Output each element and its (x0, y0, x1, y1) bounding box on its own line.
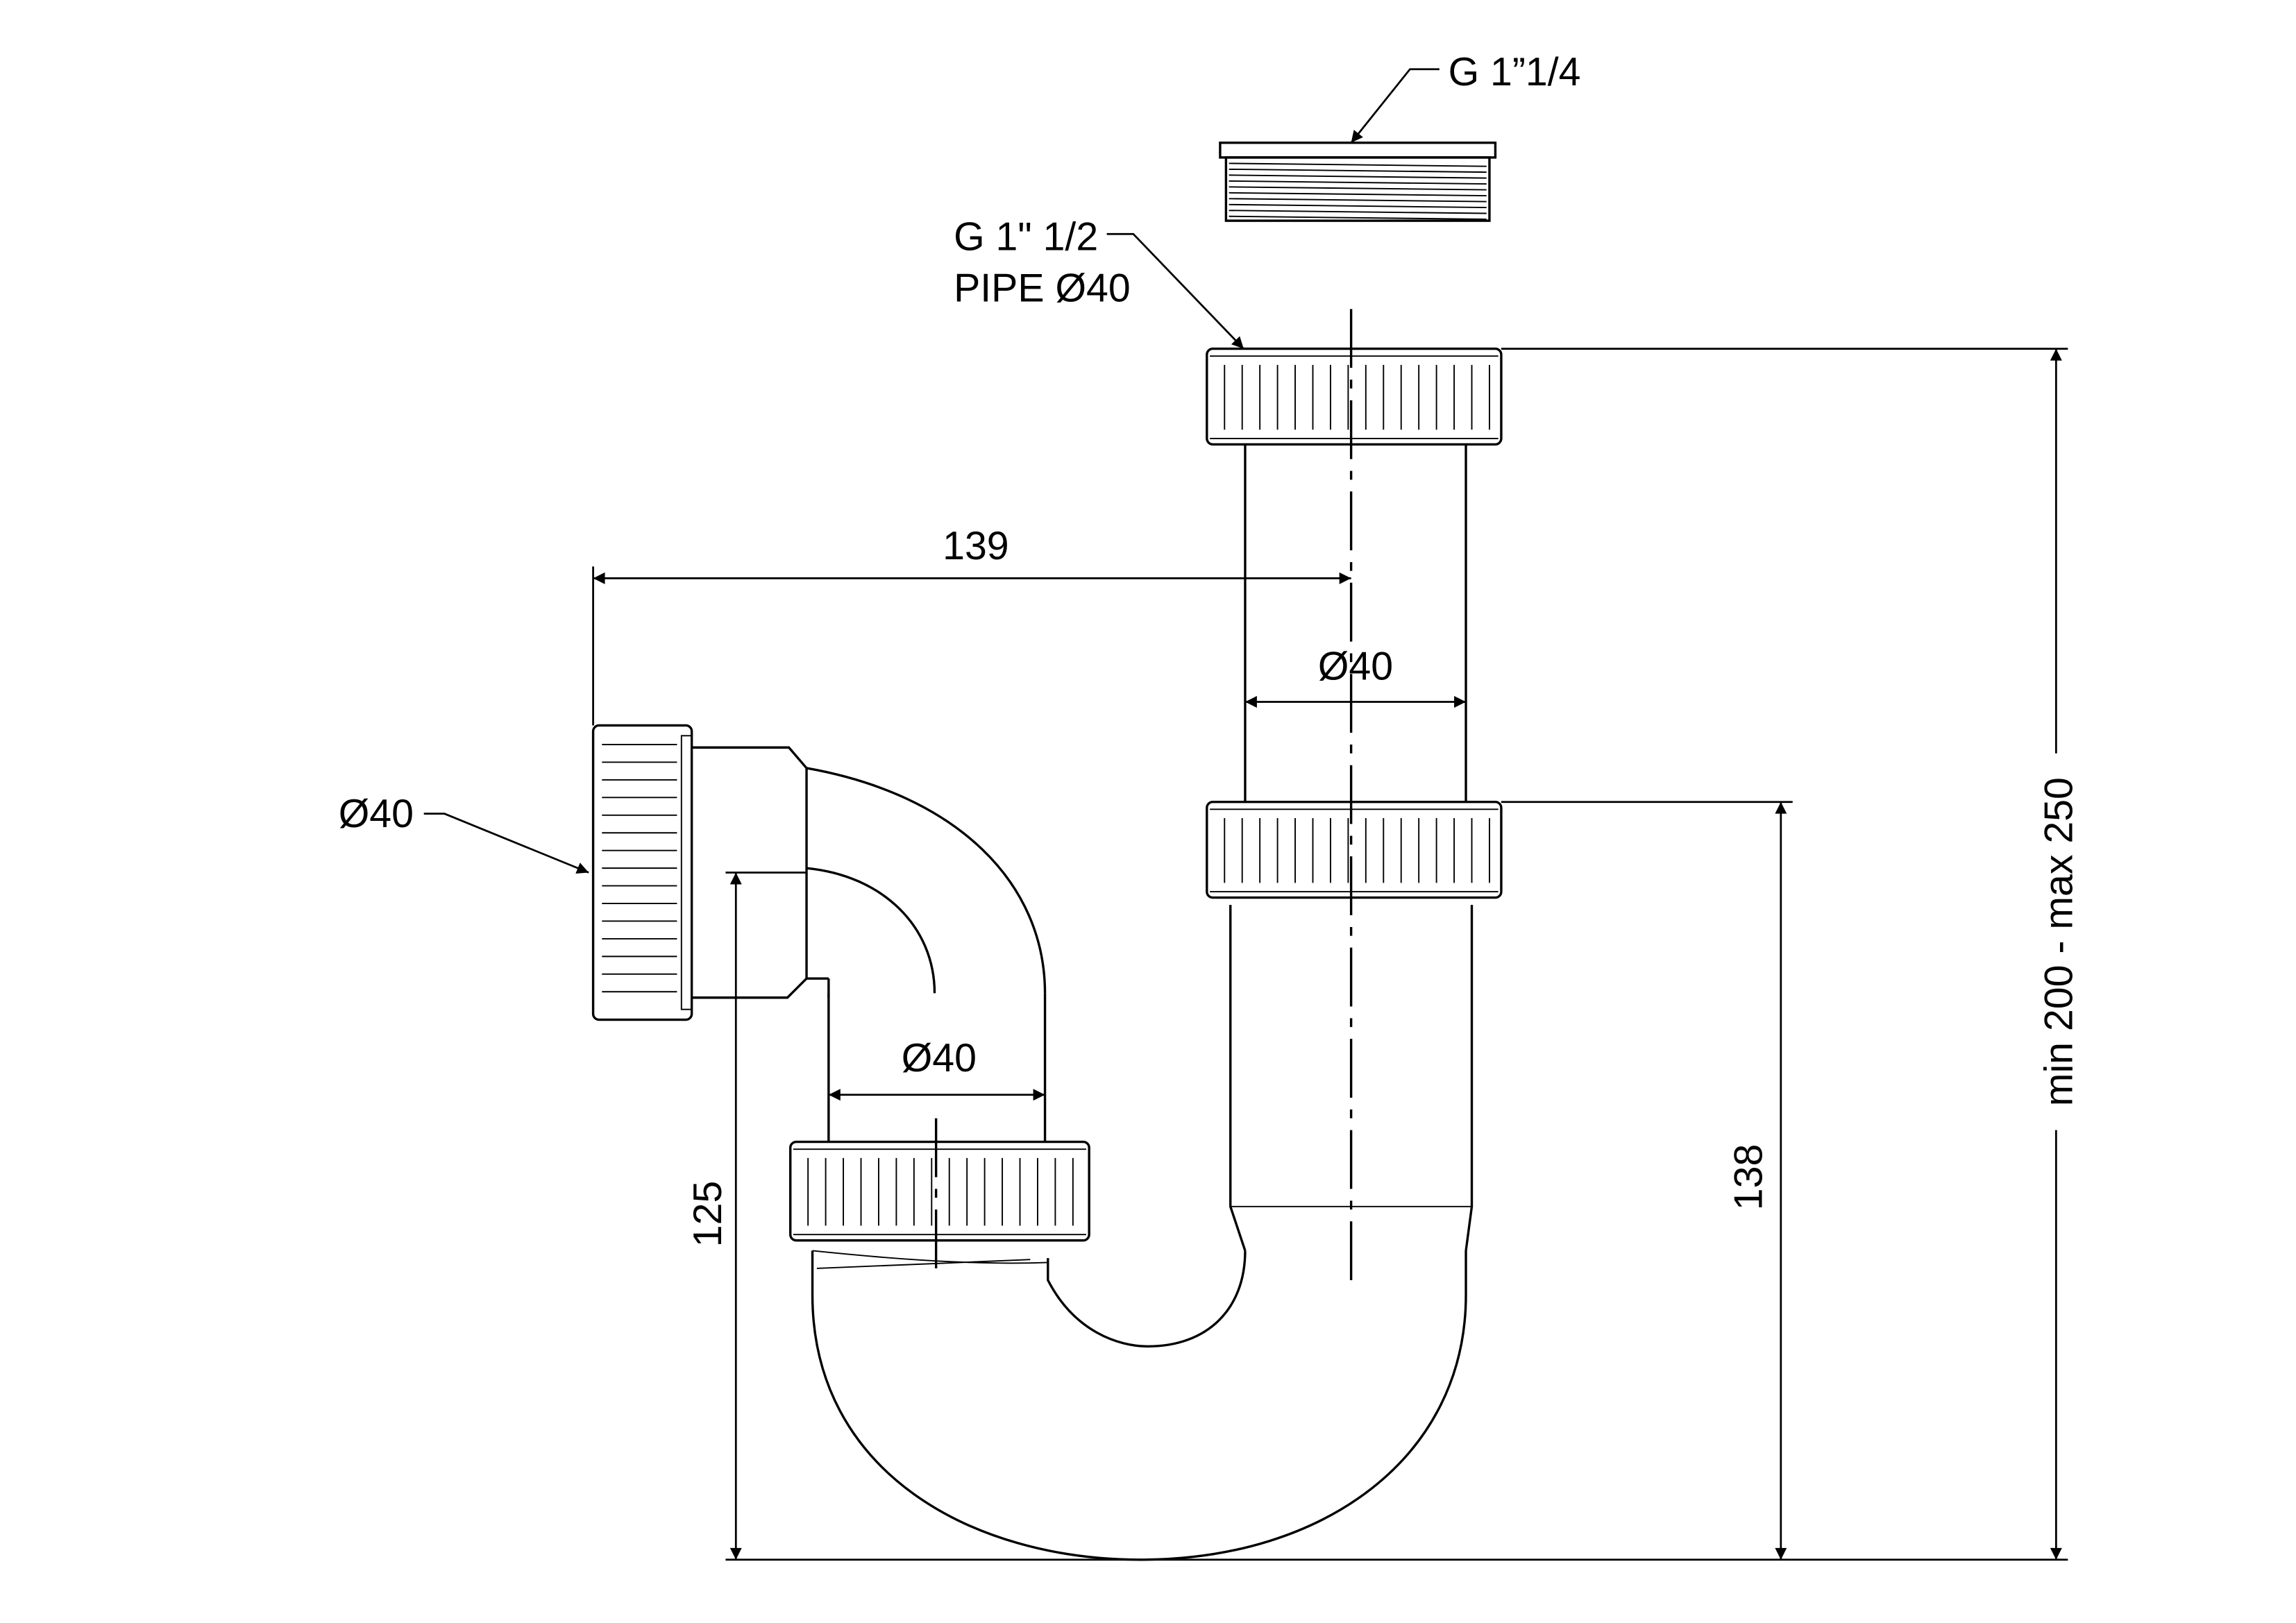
knurl-line (1229, 174, 1487, 179)
dim-139-label: 139 (943, 524, 1009, 568)
callout-top-thread: G 1”1/4 (1350, 50, 1581, 144)
dimension-139: 139 (592, 524, 1351, 726)
knurl-line (1229, 198, 1487, 203)
lower-nut (789, 1140, 1090, 1242)
dimension-pipe-diameter: Ø40 (1244, 645, 1467, 708)
pipe-diameter-label: PIPE Ø40 (954, 266, 1131, 311)
upper-nut (1206, 347, 1503, 446)
dim-125-label: 125 (686, 1181, 730, 1248)
knurl-line (1229, 186, 1487, 191)
callout-inlet-thread: G 1" 1/2 PIPE Ø40 (954, 215, 1244, 350)
middle-nut (1206, 801, 1503, 899)
knurl-line (1229, 162, 1487, 167)
dimension-125: 125 (686, 872, 807, 1560)
dim-138-label: 138 (1726, 1144, 1771, 1211)
dimension-outlet-diameter: Ø40 (339, 792, 589, 874)
knurl-line (1229, 168, 1487, 173)
vertical-tube (1244, 444, 1467, 802)
thread-top-label: G 1”1/4 (1449, 50, 1581, 94)
u-bend (811, 1250, 1467, 1561)
dim-outlet-label: Ø40 (339, 792, 414, 836)
knurl-line (1229, 203, 1487, 208)
knurl-line (1229, 192, 1487, 197)
knurl-line (1229, 210, 1487, 214)
dim-total-label: min 200 - max 250 (2037, 777, 2082, 1106)
dimension-138: 138 (1501, 801, 1793, 1560)
outlet-nut (591, 724, 693, 1021)
dimension-total-height: min 200 - max 250 (1501, 348, 2082, 1560)
dim-diameter-lower-label: Ø40 (902, 1036, 977, 1080)
dimension-riser-diameter: Ø40 (828, 1036, 1045, 1101)
knurl-line (1229, 180, 1487, 185)
threaded-adapter (1219, 142, 1497, 222)
thread-inlet-label: G 1" 1/2 (954, 215, 1098, 260)
dim-diameter-upper-label: Ø40 (1318, 645, 1393, 689)
knurl-line (1229, 215, 1487, 220)
riser-pipe (827, 993, 1047, 1142)
